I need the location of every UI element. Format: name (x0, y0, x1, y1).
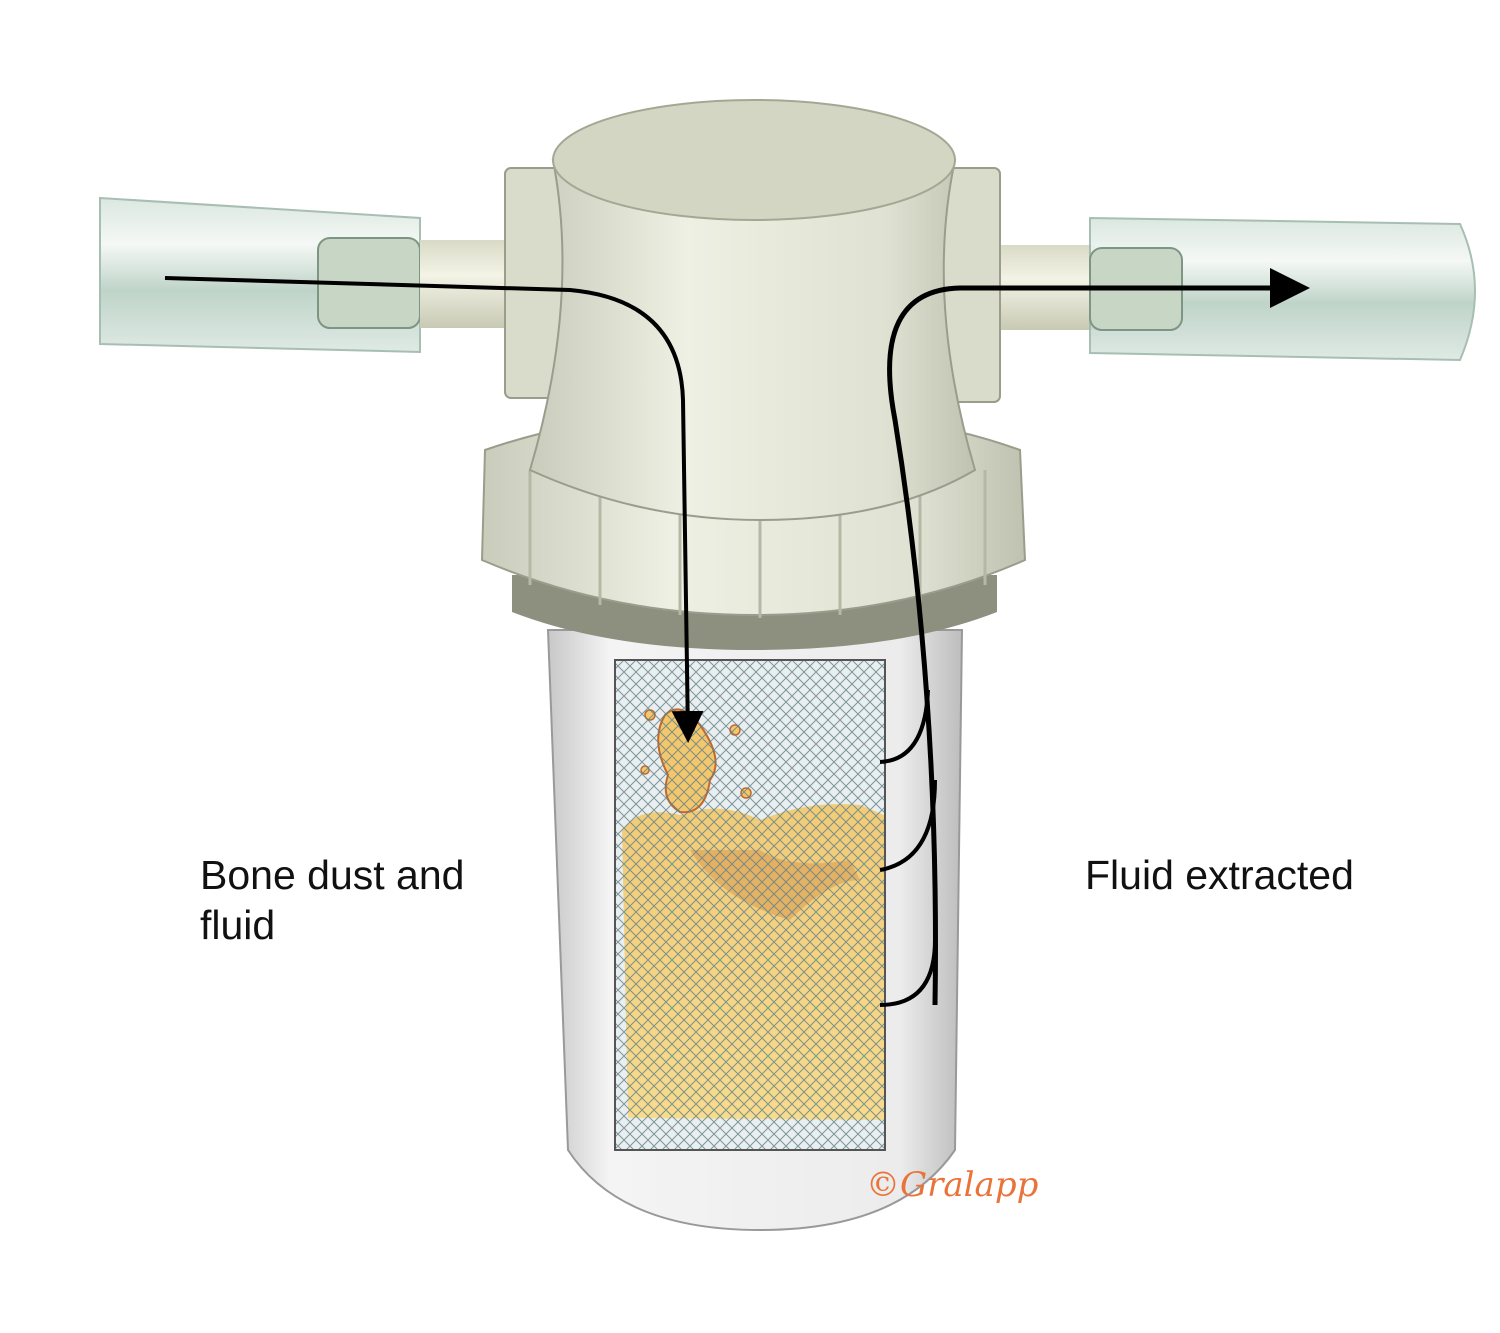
mesh-basket (614, 659, 886, 1151)
inflow-arrow (164, 276, 704, 743)
outflow-arrow (879, 268, 1310, 1007)
output-label: Fluid extracted (1085, 852, 1354, 898)
inlet-tube (99, 196, 421, 354)
housing-cap (528, 99, 977, 522)
input-label: Bone dust and fluid (200, 852, 465, 948)
artist-signature: ©Gralapp (866, 1165, 1039, 1205)
